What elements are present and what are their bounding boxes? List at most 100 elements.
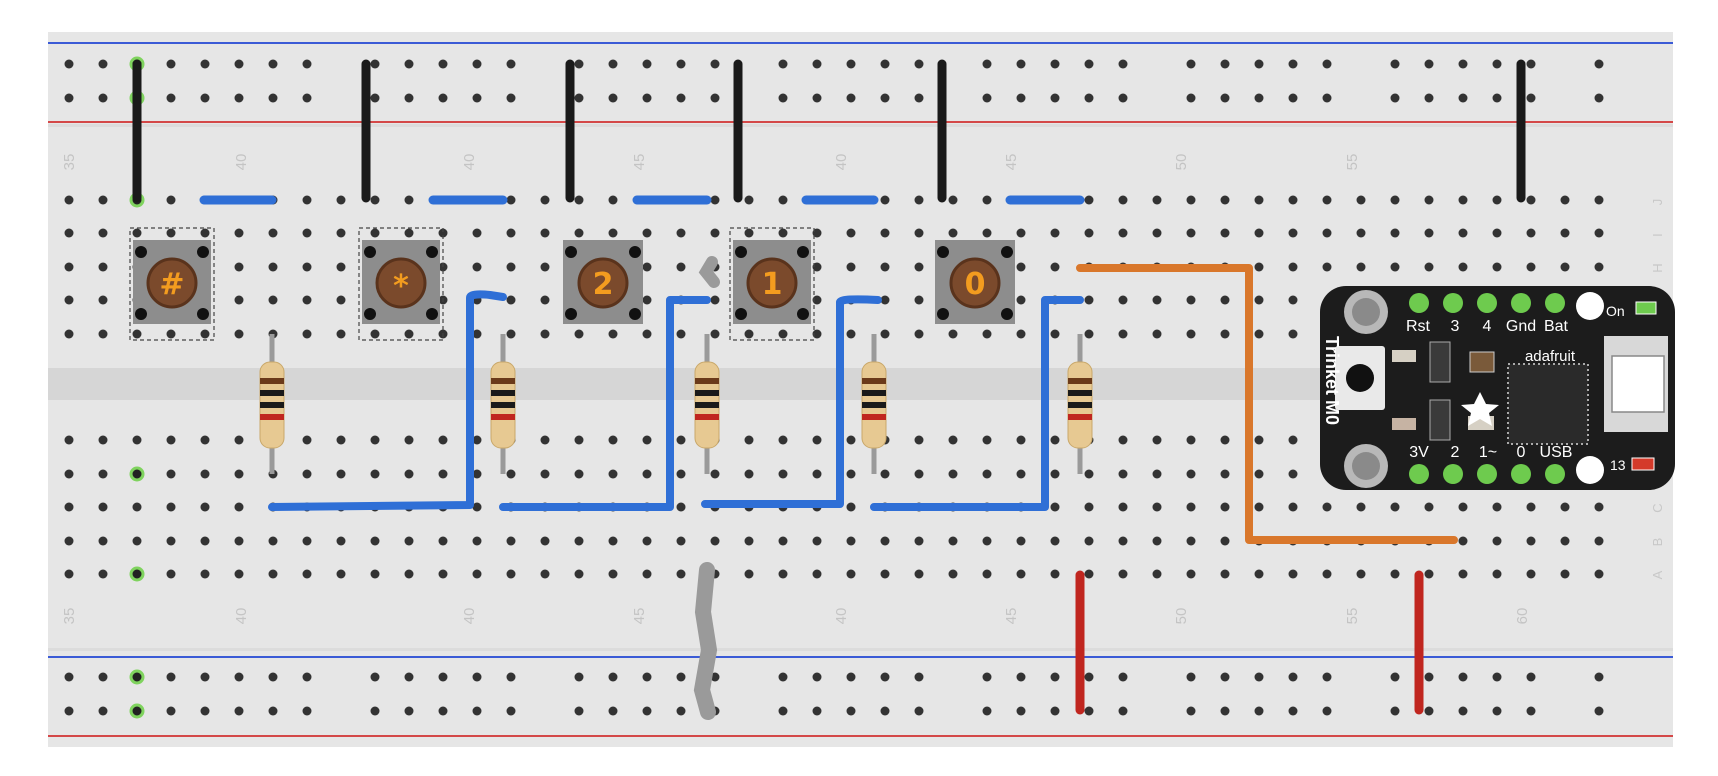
breadboard-hole — [370, 536, 380, 546]
breadboard-hole — [506, 569, 516, 579]
breadboard-hole — [98, 435, 108, 445]
col-number-top: 40 — [461, 154, 478, 171]
breadboard-hole — [1526, 569, 1536, 579]
bottom-header-pins — [1409, 464, 1565, 484]
pin-label: 4 — [1483, 318, 1492, 335]
button-leg — [735, 246, 747, 258]
smd-component — [1392, 418, 1416, 430]
header-pin — [1545, 464, 1565, 484]
breadboard-hole — [268, 262, 278, 272]
breadboard-hole — [540, 536, 550, 546]
breadboard-hole — [404, 93, 414, 103]
breadboard-hole — [1220, 672, 1230, 682]
breadboard-hole — [302, 706, 312, 716]
pushbutton-zero[interactable]: 0 — [935, 240, 1015, 324]
breadboard-hole — [472, 228, 482, 238]
breadboard-hole — [98, 502, 108, 512]
resistor-band — [862, 414, 886, 420]
breadboard-hole — [1288, 262, 1298, 272]
resistor-band — [491, 414, 515, 420]
breadboard-hole — [1560, 228, 1570, 238]
breadboard-hole — [608, 195, 618, 205]
breadboard-hole — [370, 329, 380, 339]
resistor-band — [862, 402, 886, 408]
breadboard-hole — [64, 672, 74, 682]
breadboard-hole — [1186, 228, 1196, 238]
breadboard-hole — [914, 469, 924, 479]
breadboard-hole — [880, 195, 890, 205]
resistor-band — [1068, 390, 1092, 396]
breadboard-hole — [166, 435, 176, 445]
breadboard-hole — [64, 195, 74, 205]
breadboard-hole — [574, 569, 584, 579]
breadboard-hole — [64, 329, 74, 339]
breadboard-hole — [302, 228, 312, 238]
breadboard-hole — [642, 228, 652, 238]
breadboard-hole — [370, 93, 380, 103]
breadboard-hole — [1016, 329, 1026, 339]
header-pin — [1409, 293, 1429, 313]
breadboard-hole — [1118, 569, 1128, 579]
breadboard-hole — [1016, 59, 1026, 69]
breadboard-hole — [370, 569, 380, 579]
resistor-band — [1068, 414, 1092, 420]
pin-label: Rst — [1406, 318, 1431, 335]
button-leg — [197, 246, 209, 258]
breadboard-hole — [438, 569, 448, 579]
button-leg — [937, 246, 949, 258]
breadboard-hole — [574, 672, 584, 682]
breadboard-hole — [98, 262, 108, 272]
breadboard-hole — [1424, 502, 1434, 512]
breadboard-hole — [778, 329, 788, 339]
breadboard-hole — [812, 228, 822, 238]
breadboard-hole — [1186, 195, 1196, 205]
breadboard-hole — [914, 569, 924, 579]
breadboard-hole — [472, 435, 482, 445]
breadboard-hole — [948, 469, 958, 479]
breadboard-hole — [200, 706, 210, 716]
breadboard-hole — [914, 93, 924, 103]
breadboard-hole — [1220, 502, 1230, 512]
button-cap — [746, 257, 798, 309]
breadboard-hole — [200, 435, 210, 445]
breadboard-hole — [1050, 93, 1060, 103]
breadboard-hole — [812, 295, 822, 305]
breadboard-hole — [914, 295, 924, 305]
breadboard-hole — [540, 569, 550, 579]
resistor-band — [260, 402, 284, 408]
breadboard-hole — [1254, 469, 1264, 479]
col-number-bottom: 45 — [631, 608, 648, 625]
breadboard-hole — [880, 93, 890, 103]
usb-port — [1611, 355, 1665, 413]
mounting-hole — [1576, 292, 1604, 320]
breadboard-hole — [129, 703, 145, 719]
breadboard-hole — [1390, 706, 1400, 716]
breadboard-hole — [1152, 569, 1162, 579]
breadboard-hole — [914, 672, 924, 682]
breadboard-hole — [1288, 435, 1298, 445]
breadboard-hole — [336, 228, 346, 238]
breadboard-hole — [1322, 672, 1332, 682]
pushbutton-asterisk[interactable]: * — [358, 227, 444, 341]
breadboard-hole — [404, 59, 414, 69]
breadboard-hole — [1356, 195, 1366, 205]
breadboard-hole — [676, 228, 686, 238]
breadboard-hole — [64, 435, 74, 445]
orange-jumper-wire — [1076, 264, 1458, 544]
breadboard-hole — [608, 93, 618, 103]
pushbutton-two[interactable]: 2 — [563, 240, 643, 324]
col-number-bottom: 50 — [1173, 608, 1190, 625]
breadboard-hole — [336, 435, 346, 445]
pushbutton-hash[interactable]: # — [129, 227, 215, 341]
breadboard-hole — [812, 706, 822, 716]
breadboard-hole — [914, 59, 924, 69]
breadboard-hole — [1084, 469, 1094, 479]
brand-label: adafruit — [1525, 348, 1576, 365]
power-led-label: On — [1606, 303, 1625, 319]
resistor — [861, 334, 887, 474]
resistor-band — [695, 378, 719, 384]
breadboard-hole — [1254, 262, 1264, 272]
resistor-band — [862, 378, 886, 384]
breadboard-hole — [234, 329, 244, 339]
pushbutton-one[interactable]: 1 — [729, 227, 815, 341]
